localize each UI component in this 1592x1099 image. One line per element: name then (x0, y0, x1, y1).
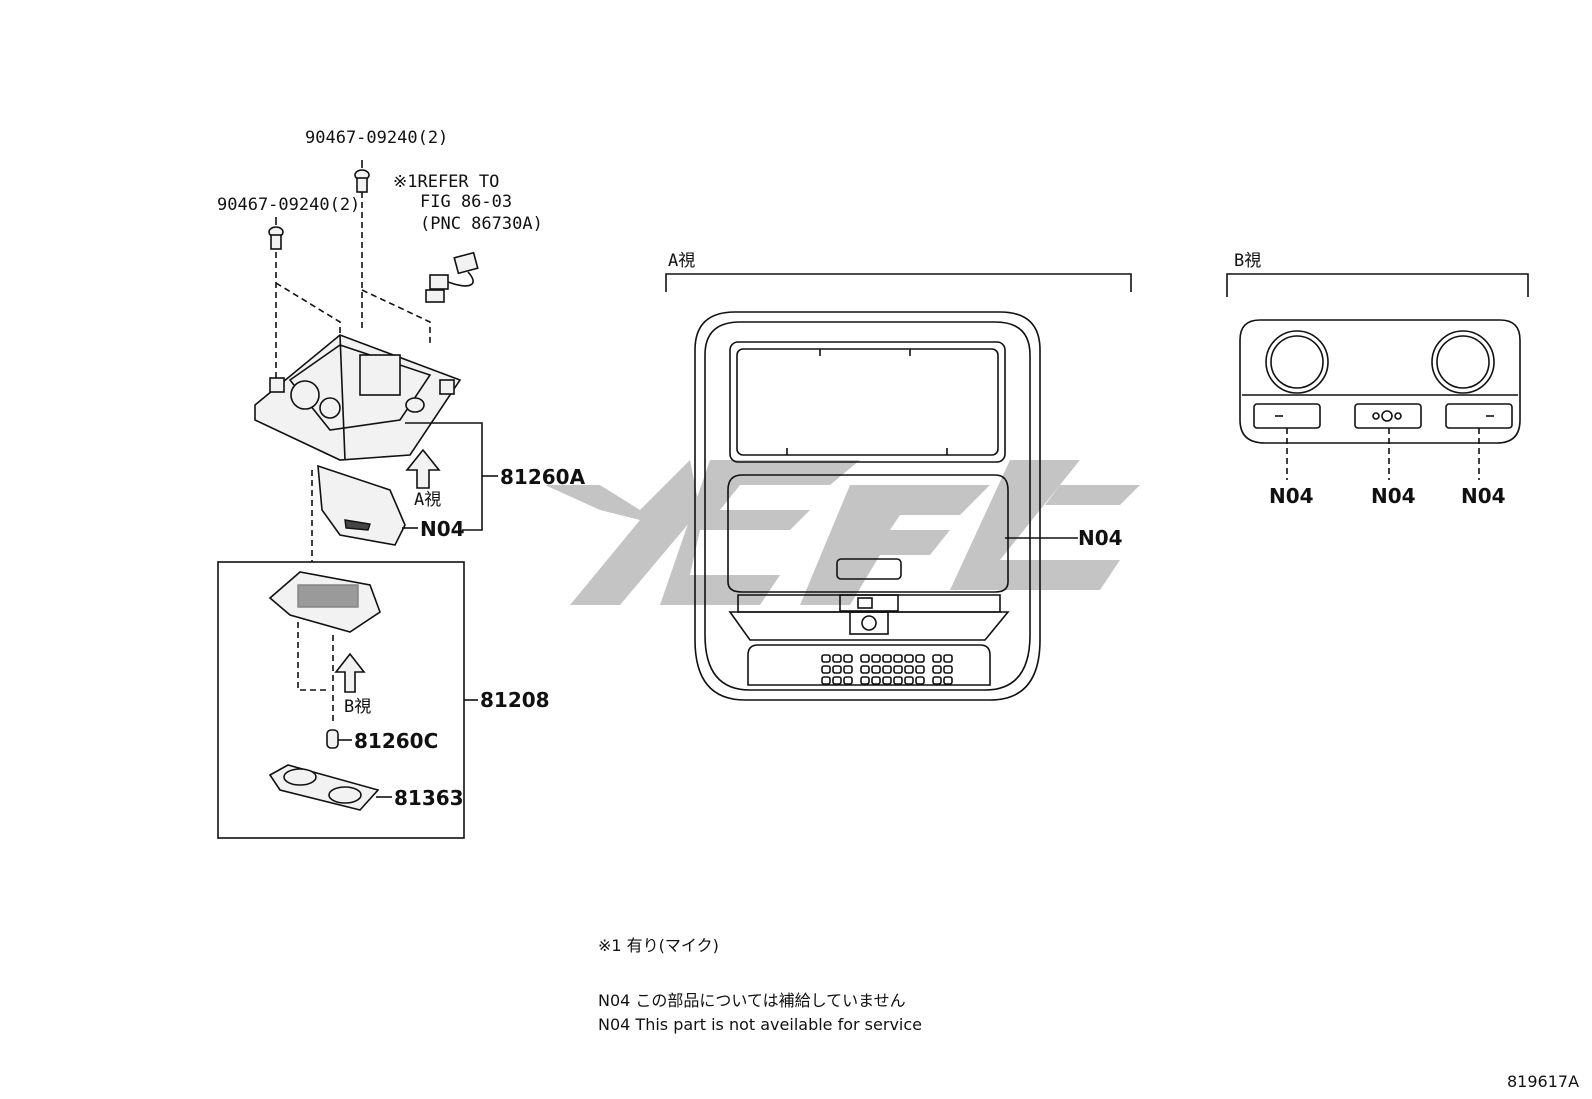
label-refer-line2: FIG 86-03 (420, 192, 512, 212)
grille-hole (915, 676, 925, 685)
label-part-81260c: 81260C (354, 729, 438, 753)
grille-hole (893, 676, 903, 685)
console-housing (254, 334, 462, 461)
grille-hole (893, 654, 903, 663)
grille-hole (882, 676, 892, 685)
grille-hole (832, 665, 842, 674)
note-n04-english: N04 This part is not aveilable for servi… (598, 1015, 922, 1034)
lens-cover (317, 464, 406, 546)
view-b-n04-right: N04 (1461, 484, 1506, 508)
grille-hole (832, 654, 842, 663)
grille-hole (871, 676, 881, 685)
view-b-n04-center: N04 (1371, 484, 1416, 508)
grille-hole (932, 654, 942, 663)
view-b-arrow (334, 652, 366, 693)
label-part-81363: 81363 (394, 786, 464, 810)
label-part-81208: 81208 (480, 688, 550, 712)
grille-hole (915, 654, 925, 663)
note-microphone: ※1 有り(マイク) (598, 936, 719, 955)
grille-hole (882, 665, 892, 674)
view-b-lamp (1239, 319, 1521, 444)
bulb-81260c (326, 729, 339, 749)
bolt-left (268, 226, 284, 385)
view-b-bracket (1226, 273, 1529, 297)
grille-hole (843, 665, 853, 674)
grille-hole (871, 665, 881, 674)
grille-hole (843, 676, 853, 685)
grille-hole (904, 654, 914, 663)
view-b-title: B視 (1234, 251, 1261, 271)
grille-hole (893, 665, 903, 674)
label-bolt-top: 90467-09240(2) (305, 128, 448, 148)
note-n04-japanese: N04 この部品については補給していません (598, 991, 906, 1010)
view-a-title: A視 (668, 251, 695, 271)
watermark-logo (545, 460, 1140, 605)
grille-hole (871, 654, 881, 663)
view-b-n04-left: N04 (1269, 484, 1314, 508)
label-n04-lens: N04 (420, 517, 465, 541)
grille-hole (932, 676, 942, 685)
grille-hole (860, 665, 870, 674)
grille-hole (860, 676, 870, 685)
grille-hole (860, 654, 870, 663)
grille-hole (821, 665, 831, 674)
grille-hole (821, 654, 831, 663)
view-a-n04: N04 (1078, 526, 1123, 550)
grille-hole (882, 654, 892, 663)
view-a-arrow (405, 448, 441, 489)
lamp-housing (268, 571, 381, 633)
grille-hole (943, 676, 953, 685)
grille-hole (932, 665, 942, 674)
label-refer-line3: (PNC 86730A) (420, 214, 543, 234)
label-view-b-arrow: B視 (344, 697, 371, 717)
view-a-bracket (665, 273, 1132, 292)
grille-hole (915, 665, 925, 674)
lens-81363 (268, 764, 380, 811)
grille-hole (943, 654, 953, 663)
figure-code: 819617A (1507, 1072, 1580, 1091)
speaker-grille (821, 654, 953, 685)
grille-hole (943, 665, 953, 674)
grille-hole (843, 654, 853, 663)
label-part-81260a: 81260A (500, 465, 586, 489)
bolt-top (354, 169, 370, 330)
label-bolt-left: 90467-09240(2) (217, 195, 360, 215)
grille-hole (904, 676, 914, 685)
label-view-a-arrow: A視 (414, 490, 441, 510)
grille-hole (904, 665, 914, 674)
grille-hole (832, 676, 842, 685)
microphone-connector (425, 251, 479, 303)
label-refer-line1: ※1REFER TO (393, 172, 499, 192)
view-a-console (694, 311, 1041, 701)
grille-hole (821, 676, 831, 685)
